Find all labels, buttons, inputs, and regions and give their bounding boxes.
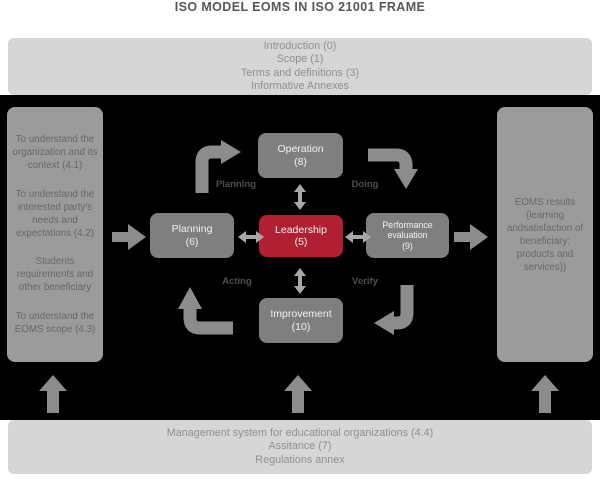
- improvement-label: Improvement: [270, 308, 332, 320]
- double-arrow-vertical-icon: [294, 268, 306, 294]
- context-item: To understand the organization and its c…: [12, 133, 98, 171]
- curved-arrow-right-down-icon: [368, 148, 418, 189]
- top-bar-line: Terms and definitions (3): [240, 66, 360, 79]
- leadership-label: Leadership: [275, 223, 327, 236]
- context-item: To understand the interested party's nee…: [15, 188, 95, 239]
- improvement-box: Improvement (10): [259, 298, 343, 343]
- cycle-label-acting: Acting: [222, 276, 252, 287]
- cycle-label-doing: Doing: [351, 179, 379, 190]
- bottom-bar-line: Regulations annex: [255, 453, 345, 466]
- results-panel: EOMS results (learning andsatisfaction o…: [497, 107, 593, 362]
- double-arrow-horizontal-icon: [238, 231, 264, 243]
- leadership-box: Leadership (5): [259, 215, 343, 257]
- context-item: Students requirements and other benefici…: [16, 256, 94, 294]
- planning-number: (6): [185, 235, 199, 248]
- arrow-up-icon: [284, 375, 312, 413]
- top-bar-line: Scope (1): [276, 53, 324, 65]
- top-bar-line: Informative Annexes: [251, 80, 349, 92]
- arrow-up-icon: [531, 375, 559, 413]
- planning-label: Planning: [171, 223, 213, 235]
- context-item: To understand the EOMS scope (4.3): [14, 311, 96, 336]
- improvement-number: (10): [291, 320, 311, 333]
- curved-arrow-left-up-icon: [178, 287, 233, 335]
- arrow-up-icon: [39, 375, 67, 413]
- double-arrow-vertical-icon: [294, 184, 306, 210]
- operation-number: (8): [294, 155, 307, 168]
- curved-arrow-up-right-icon: [195, 140, 241, 193]
- cycle-label-verify: Verify: [352, 276, 378, 287]
- bottom-clauses-bar: Management system for educational organi…: [8, 420, 592, 474]
- arrow-right-icon: [112, 224, 146, 250]
- leadership-number: (5): [294, 236, 308, 248]
- arrow-right-icon: [454, 224, 488, 250]
- top-bar-line: Introduction (0): [263, 39, 337, 52]
- performance-evaluation-label: Performance evaluation: [382, 219, 433, 241]
- top-clauses-bar: Introduction (0) Scope (1) Terms and def…: [8, 38, 592, 95]
- double-arrow-horizontal-icon: [345, 231, 371, 243]
- results-text: EOMS results (learning andsatisfaction o…: [506, 196, 584, 273]
- curved-arrow-down-left-icon: [374, 285, 414, 335]
- context-panel: To understand the organization and its c…: [7, 107, 103, 362]
- performance-evaluation-number: (9): [402, 240, 413, 251]
- performance-evaluation-box: Performance evaluation (9): [366, 213, 449, 258]
- bottom-bar-line: Management system for educational organi…: [166, 426, 434, 439]
- operation-box: Operation (8): [258, 133, 343, 178]
- bottom-bar-line: Assitance (7): [268, 440, 332, 453]
- cycle-label-planning: Planning: [215, 179, 257, 190]
- page-title: ISO MODEL EOMS IN ISO 21001 FRAME: [174, 0, 426, 14]
- diagram-body: To understand the organization and its c…: [0, 95, 600, 420]
- planning-box: Planning (6): [150, 213, 234, 258]
- operation-label: Operation: [277, 143, 324, 155]
